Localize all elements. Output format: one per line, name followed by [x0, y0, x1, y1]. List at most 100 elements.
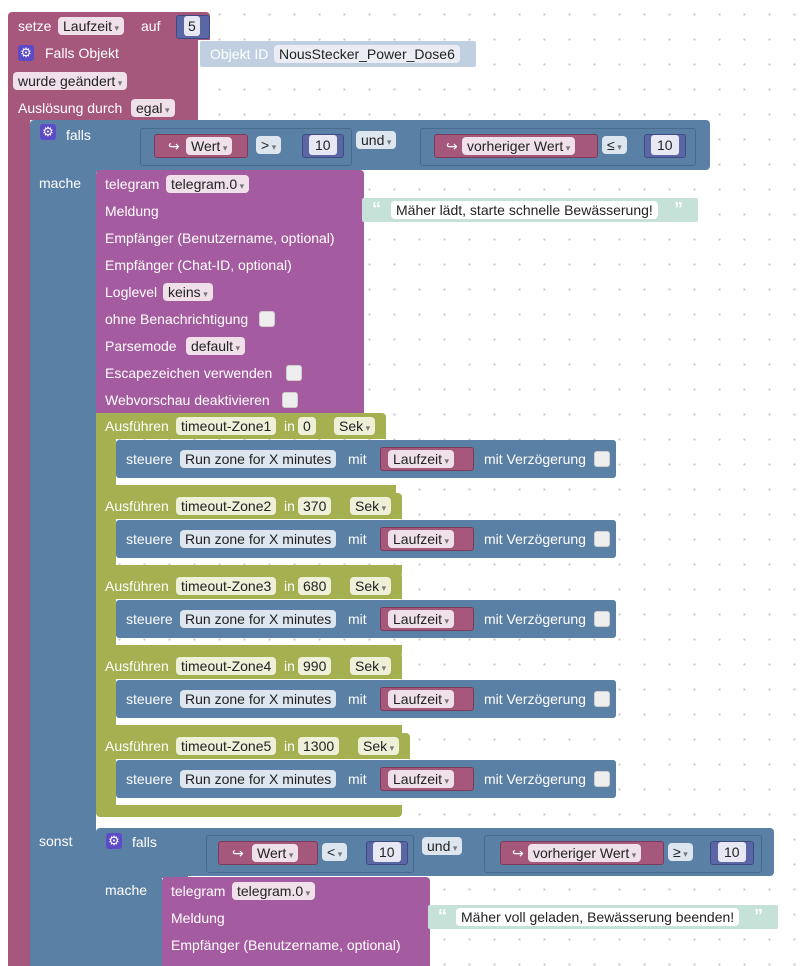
var-laufzeit-dropdown[interactable]: Laufzeit [388, 770, 455, 788]
changed-dropdown[interactable]: wurde geändert [13, 72, 128, 90]
var-get-icon: ↪ [232, 845, 244, 861]
escape-checkbox[interactable] [286, 365, 302, 381]
timeout-name-field[interactable]: timeout-Zone5 [176, 737, 277, 755]
gear-icon[interactable]: ⚙ [40, 124, 56, 140]
control-label: steuere [126, 771, 173, 787]
var-get-icon: ↪ [446, 138, 458, 154]
with-label: mit [348, 611, 367, 627]
unit-dropdown[interactable]: Sek [350, 497, 392, 515]
delay-value-field[interactable]: 680 [298, 577, 332, 595]
delay-value-field[interactable]: 990 [298, 657, 332, 675]
logic-join-dropdown[interactable]: und [356, 131, 397, 149]
unit-dropdown[interactable]: Sek [350, 657, 392, 675]
message-text[interactable]: Mäher lädt, starte schnelle Bewässerung! [391, 201, 658, 219]
trigger-by-label: Auslösung durch [18, 100, 123, 116]
control-target-field[interactable]: Run zone for X minutes [180, 450, 337, 468]
number-value[interactable]: 10 [373, 842, 401, 862]
control-target-field[interactable]: Run zone for X minutes [180, 770, 337, 788]
control-target-field[interactable]: Run zone for X minutes [180, 690, 337, 708]
var-prev-dropdown[interactable]: vorheriger Wert [462, 137, 576, 155]
silent-label: ohne Benachrichtigung [105, 311, 249, 327]
recipient-chat-label: Empfänger (Chat-ID, optional) [105, 257, 292, 273]
with-delay-checkbox[interactable] [594, 611, 610, 627]
control-label: steuere [126, 611, 173, 627]
var-laufzeit-dropdown[interactable]: Laufzeit [388, 450, 455, 468]
timeout-name-field[interactable]: timeout-Zone4 [176, 657, 277, 675]
logic-join-dropdown[interactable]: und [422, 837, 463, 855]
quote-close-icon: ” [754, 906, 763, 926]
var-laufzeit-dropdown[interactable]: Laufzeit [388, 690, 455, 708]
gear-icon[interactable]: ⚙ [106, 833, 122, 849]
delay-value-field[interactable]: 0 [298, 417, 316, 435]
control-label: steuere [126, 531, 173, 547]
set-label: setze [18, 18, 52, 34]
set-value[interactable]: 5 [184, 16, 200, 36]
trigger-label: Falls Objekt [45, 45, 119, 61]
with-delay-checkbox[interactable] [594, 691, 610, 707]
set-variable-dropdown[interactable]: Laufzeit [58, 17, 125, 35]
timeout-name-field[interactable]: timeout-Zone3 [176, 577, 277, 595]
recipient-user-label: Empfänger (Benutzername, optional) [105, 230, 335, 246]
meldung-label: Meldung [105, 203, 159, 219]
message-text[interactable]: Mäher voll geladen, Bewässerung beenden! [456, 908, 740, 926]
recipient-user-label: Empfänger (Benutzername, optional) [171, 937, 401, 953]
var-get-icon: ↪ [168, 138, 180, 154]
unit-dropdown[interactable]: Sek [358, 737, 400, 755]
var-laufzeit-dropdown[interactable]: Laufzeit [388, 610, 455, 628]
compare-op-dropdown[interactable]: > [256, 136, 282, 154]
with-label: mit [348, 771, 367, 787]
execute-label: Ausführen [105, 418, 169, 434]
var-laufzeit-dropdown[interactable]: Laufzeit [388, 530, 455, 548]
with-delay-label: mit Verzögerung [484, 531, 586, 547]
var-wert-dropdown[interactable]: Wert [252, 844, 299, 862]
control-label: steuere [126, 691, 173, 707]
telegram-label: telegram [171, 883, 226, 899]
var-wert-dropdown[interactable]: Wert [186, 137, 233, 155]
with-delay-label: mit Verzögerung [484, 451, 586, 467]
timeout-block-spine [96, 519, 116, 565]
var-prev-dropdown[interactable]: vorheriger Wert [528, 844, 642, 862]
timeout-block-spine [96, 759, 116, 805]
in-label: in [284, 498, 295, 514]
meldung-label: Meldung [171, 910, 225, 926]
compare-op-dropdown[interactable]: ≤ [602, 136, 627, 154]
gear-icon[interactable]: ⚙ [18, 45, 34, 61]
number-value[interactable]: 10 [651, 135, 679, 155]
telegram-instance-dropdown[interactable]: telegram.0 [232, 882, 316, 900]
preview-checkbox[interactable] [282, 392, 298, 408]
with-delay-label: mit Verzögerung [484, 611, 586, 627]
compare-op-dropdown[interactable]: ≥ [668, 843, 693, 861]
control-target-field[interactable]: Run zone for X minutes [180, 530, 337, 548]
if-label: falls [132, 834, 157, 850]
parsemode-dropdown[interactable]: default [186, 337, 246, 355]
with-delay-label: mit Verzögerung [484, 771, 586, 787]
control-target-field[interactable]: Run zone for X minutes [180, 610, 337, 628]
with-label: mit [348, 691, 367, 707]
in-label: in [284, 418, 295, 434]
loglevel-dropdown[interactable]: keins [163, 283, 213, 301]
parsemode-label: Parsemode [105, 338, 177, 354]
number-value[interactable]: 10 [309, 135, 337, 155]
compare-op-dropdown[interactable]: < [322, 843, 348, 861]
telegram-block[interactable] [96, 170, 364, 413]
silent-checkbox[interactable] [259, 311, 275, 327]
unit-dropdown[interactable]: Sek [334, 417, 376, 435]
trigger-block-spine [8, 120, 30, 966]
if-block-spine [30, 172, 96, 966]
timeout-name-field[interactable]: timeout-Zone2 [176, 497, 277, 515]
timeout-name-field[interactable]: timeout-Zone1 [176, 417, 277, 435]
number-value[interactable]: 10 [718, 842, 746, 862]
timeout-block-spine [96, 679, 116, 725]
delay-value-field[interactable]: 370 [298, 497, 332, 515]
delay-value-field[interactable]: 1300 [298, 737, 340, 755]
in-label: in [284, 658, 295, 674]
object-id-field[interactable]: NousStecker_Power_Dose6 [274, 45, 460, 63]
trigger-by-dropdown[interactable]: egal [131, 99, 175, 117]
unit-dropdown[interactable]: Sek [350, 577, 392, 595]
object-id-label: Objekt ID [210, 46, 269, 62]
with-delay-checkbox[interactable] [594, 771, 610, 787]
in-label: in [284, 738, 295, 754]
with-delay-checkbox[interactable] [594, 531, 610, 547]
telegram-instance-dropdown[interactable]: telegram.0 [166, 175, 250, 193]
with-delay-checkbox[interactable] [594, 451, 610, 467]
